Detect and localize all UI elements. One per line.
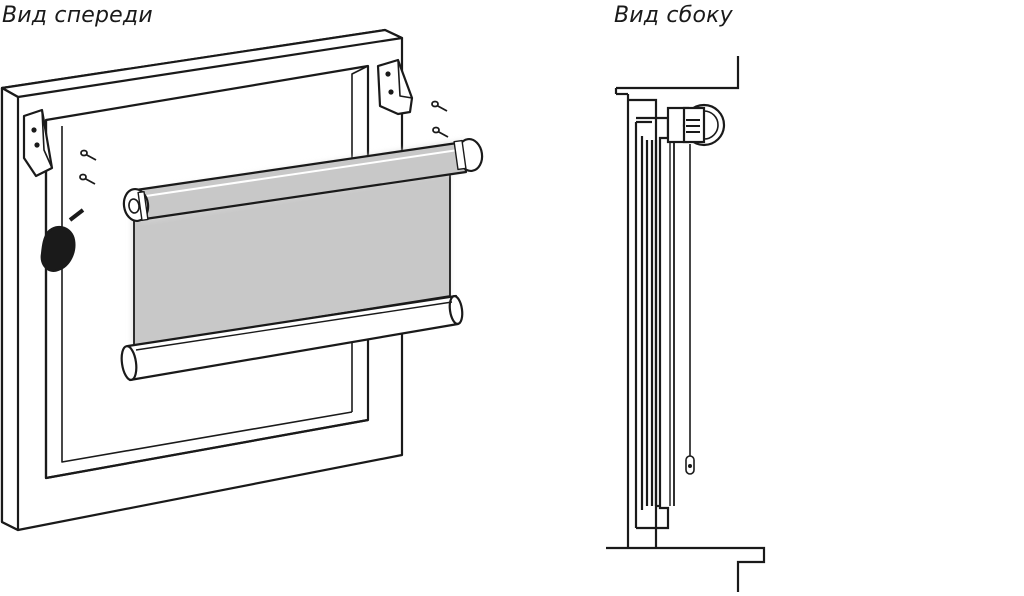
right-bracket: [376, 58, 414, 116]
side-view-caption: Вид сбоку: [614, 3, 733, 28]
left-bracket: [22, 108, 54, 178]
bottom-bar: [120, 294, 464, 382]
roller-bracket: [666, 103, 726, 147]
control-cord: [685, 144, 695, 475]
screw-icon: [80, 149, 97, 161]
front-view: [0, 28, 484, 532]
front-view-caption: Вид спереди: [2, 3, 153, 28]
roller-tube: [122, 137, 484, 223]
screw-icon: [431, 100, 448, 112]
screw-icon: [79, 173, 96, 185]
window-frame-profile: [628, 98, 670, 548]
screwdriver-icon: [40, 208, 85, 272]
screw-icon: [432, 126, 449, 138]
window-sill: [606, 546, 766, 592]
lintel: [614, 56, 740, 94]
side-view: [606, 56, 766, 592]
